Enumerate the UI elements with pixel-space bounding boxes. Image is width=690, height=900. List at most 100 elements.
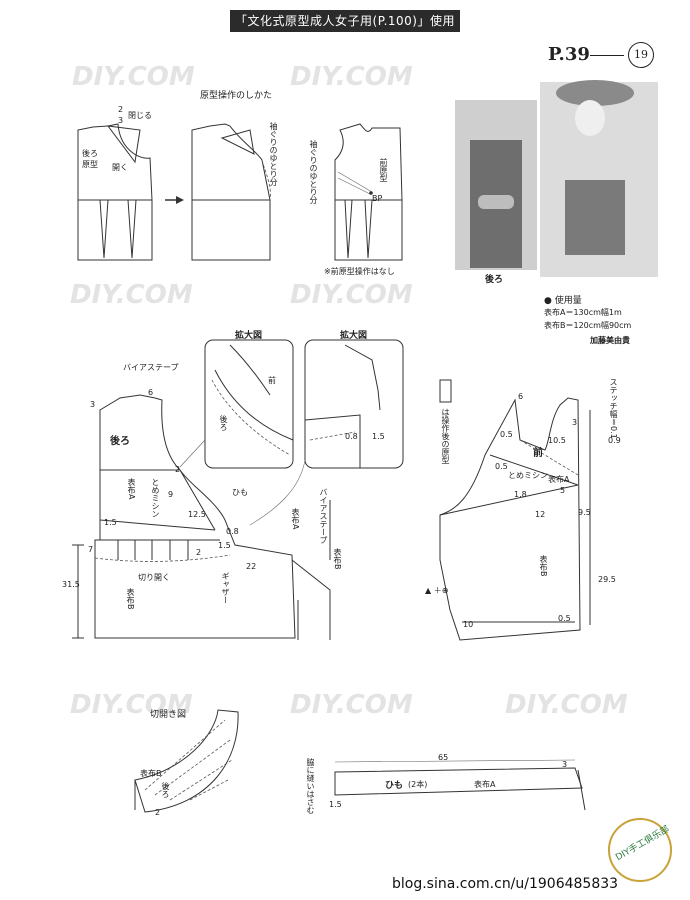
front-v18: 1.8: [514, 490, 527, 499]
kirake-fabric-b: 表布B: [140, 769, 162, 778]
back-v9: 9: [168, 490, 174, 499]
front-v05a: 0.5: [500, 430, 513, 439]
front-v105: 10.5: [548, 436, 566, 445]
himo-side-note: 脇に縫いはさむ: [306, 758, 315, 814]
enlarge-v15: 1.5: [372, 432, 385, 441]
himo-pattern: [334, 759, 586, 811]
page-circle-number: 19: [628, 42, 654, 68]
front-v10: 10: [463, 620, 474, 629]
back-v15a: 1.5: [104, 518, 117, 527]
enlarge-label-left: 拡大図: [235, 331, 263, 341]
enlarge-v08: 0.8: [345, 432, 358, 441]
legend-box: [439, 379, 452, 403]
kirake-title: 切開き図: [150, 710, 187, 720]
front-v6: 6: [518, 392, 524, 401]
front-v5: 5: [560, 486, 566, 495]
garment-bow: [478, 195, 514, 209]
back-v7: 7: [88, 545, 94, 554]
front-fabric-b: 表布B: [539, 555, 548, 577]
front-pattern: [439, 397, 591, 641]
back-v08: 0.8: [226, 527, 239, 536]
photo-caption-back: 後ろ: [485, 275, 504, 285]
label-armhole-ease-2: 袖ぐりのゆとり分: [309, 140, 318, 204]
label-close: 閉じる: [128, 111, 152, 120]
watermark: DIY.COM: [70, 690, 193, 720]
note-front-block: ※前原型操作はなし: [324, 267, 395, 276]
footer-url: blog.sina.com.cn/u/1906485833: [392, 876, 619, 892]
label-fraction-num: 2: [118, 105, 124, 114]
back-gather: ギャザー: [221, 572, 230, 604]
front-legend: は操作後の原型: [441, 408, 450, 464]
label-open: 開く: [112, 163, 128, 172]
front-v95: 9.5: [578, 508, 591, 517]
kirake-v2: 2: [155, 808, 161, 817]
front-v05c: 0.5: [495, 462, 508, 471]
watermark: DIY.COM: [505, 690, 628, 720]
enlarge-front: 前: [268, 376, 276, 385]
label-fraction-den: 3: [118, 116, 124, 125]
front-fabric-a: 表布A: [548, 475, 570, 484]
back-cut-open: 切り開く: [138, 573, 170, 582]
front-stitch-width-2: 0.9: [608, 436, 621, 445]
enlarge-label-right: 拡大図: [340, 331, 368, 341]
front-tome-mishin: とめミシン: [508, 471, 548, 480]
himo-fabric-a: 表布A: [474, 780, 496, 789]
back-v3: 3: [90, 400, 96, 409]
enlarge-frame-left: [204, 339, 294, 469]
himo-v65: 65: [438, 753, 449, 762]
back-fabric-a-2: 表布A: [291, 508, 300, 530]
back-fabric-a: 表布A: [127, 478, 136, 500]
back-bias-tape-2: バイアステープ: [319, 488, 328, 544]
watermark: DIY.COM: [290, 62, 413, 92]
himo-label: ひも: [385, 781, 404, 791]
materials-title: ● 使用量: [544, 296, 582, 306]
enlarge-frame-right: [304, 339, 404, 469]
back-bias-tape: バイアステープ: [123, 363, 179, 372]
front-v12: 12: [535, 510, 546, 519]
front-block-diagram: [334, 123, 403, 261]
rotated-block-diagram: [191, 123, 271, 261]
himo-v15: 1.5: [329, 800, 342, 809]
watermark: DIY.COM: [70, 280, 193, 310]
front-marks: ▲ ＋⊕: [425, 586, 449, 595]
page-number: P.39: [548, 44, 590, 65]
watermark: DIY.COM: [290, 280, 413, 310]
back-v125: 12.5: [188, 510, 206, 519]
back-tome-mishin: とめミシン: [151, 478, 160, 518]
watermark: DIY.COM: [72, 62, 195, 92]
model-face: [575, 100, 605, 136]
material-b: 表布B＝120cm幅90cm: [544, 321, 632, 330]
front-stitch-width: ステッチ幅＝0.1: [609, 378, 618, 439]
label-back-block: 後ろ原型: [82, 149, 98, 169]
back-fabric-b: 表布B: [126, 588, 135, 610]
front-v05b: 0.5: [558, 614, 571, 623]
designer-name: 加藤美由貴: [590, 336, 630, 345]
material-a: 表布A＝130cm幅1m: [544, 308, 622, 317]
back-v2b: 2: [196, 548, 202, 557]
enlarge-back: 後ろ: [219, 415, 228, 431]
label-front-block: 前原型: [379, 158, 388, 182]
back-v2a: 2: [175, 465, 181, 474]
back-v315: 31.5: [62, 580, 80, 589]
back-fabric-b-2: 表布B: [333, 548, 342, 570]
label-bp: BP: [372, 194, 383, 203]
club-logo-icon: [608, 818, 672, 882]
back-pattern: [72, 394, 331, 640]
header-title: 「文化式原型成人女子用(P.100)」使用: [230, 10, 460, 32]
label-armhole-ease: 袖ぐりのゆとり分: [269, 122, 278, 186]
section-title-block-operation: 原型操作のしかた: [200, 91, 273, 101]
back-v6: 6: [148, 388, 154, 397]
front-v3: 3: [572, 418, 578, 427]
back-v15b: 1.5: [218, 541, 231, 550]
page-divider: [590, 55, 624, 56]
front-label: 前: [533, 448, 543, 459]
front-v295: 29.5: [598, 575, 616, 584]
back-block-diagram: [77, 123, 153, 261]
kirake-back: 後ろ: [161, 782, 170, 798]
back-v22: 22: [246, 562, 257, 571]
back-label: 後ろ: [110, 436, 130, 447]
back-himo: ひも: [232, 488, 248, 497]
watermark: DIY.COM: [290, 690, 413, 720]
model-top-lower: [565, 180, 625, 255]
